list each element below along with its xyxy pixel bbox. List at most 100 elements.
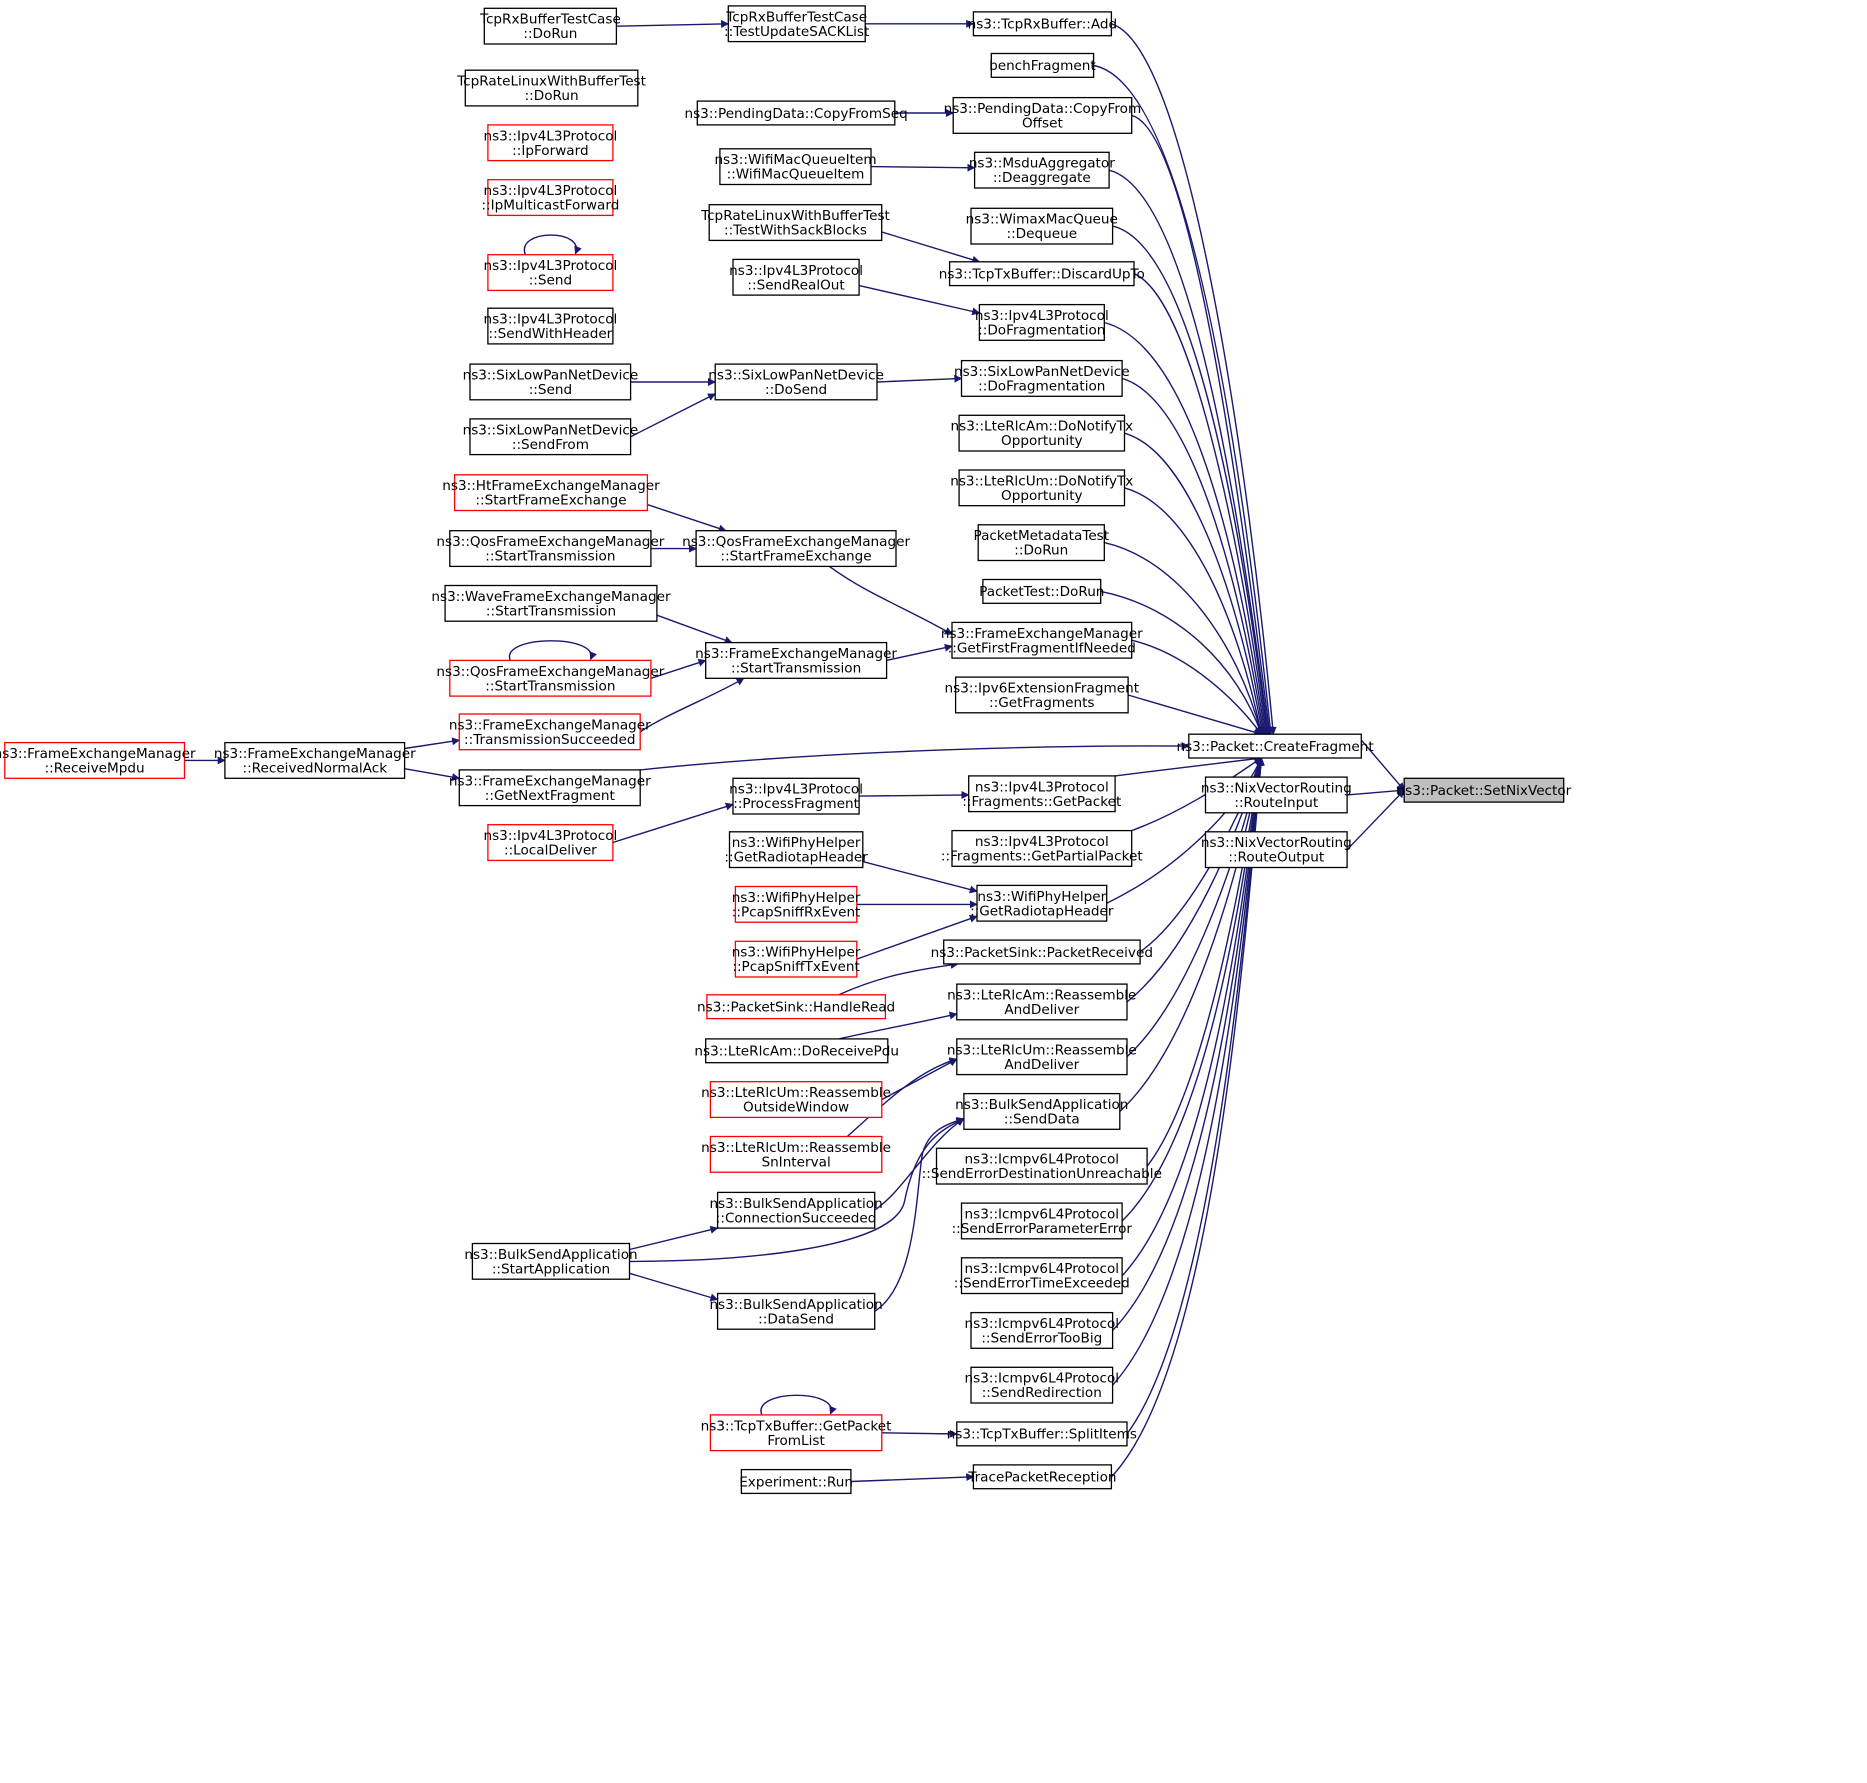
node-ipv4send[interactable]: ns3::Ipv4L3Protocol::Send — [483, 254, 617, 292]
node-routeinput[interactable]: ns3::NixVectorRouting::RouteInput — [1201, 776, 1352, 814]
node-label: ns3::BulkSendApplication — [464, 1247, 637, 1263]
call-edge — [1127, 694, 1263, 737]
node-icmpredir[interactable]: ns3::Icmpv6L4Protocol::SendRedirection — [965, 1366, 1120, 1404]
node-txdiscard[interactable]: ns3::TcpTxBuffer::DiscardUpTo — [939, 261, 1145, 287]
node-wifisnifftx[interactable]: ns3::WifiPhyHelper::PcapSniffTxEvent — [732, 940, 861, 978]
node-exprun[interactable]: Experiment::Run — [739, 1468, 853, 1495]
node-qosstarttx1[interactable]: ns3::QosFrameExchangeManager::StartTrans… — [436, 530, 665, 568]
node-setnix[interactable]: ns3::Packet::SetNixVector — [1397, 777, 1572, 803]
node-icmptime[interactable]: ns3::Icmpv6L4Protocol::SendErrorTimeExce… — [954, 1257, 1130, 1295]
node-wifigetradio2[interactable]: ns3::WifiPhyHelper::GetRadiotapHeader — [970, 884, 1114, 922]
node-wifisniffrx[interactable]: ns3::WifiPhyHelper::PcapSniffRxEvent — [732, 885, 861, 923]
call-edge — [647, 503, 727, 533]
node-sixsendfrom[interactable]: ns3::SixLowPanNetDevice::SendFrom — [463, 418, 639, 456]
node-msdudeagg[interactable]: ns3::MsduAggregator::Deaggregate — [969, 151, 1115, 189]
node-icmptoobig[interactable]: ns3::Icmpv6L4Protocol::SendErrorTooBig — [965, 1311, 1120, 1349]
node-pmtdorun[interactable]: PacketMetadataTest::DoRun — [973, 524, 1109, 562]
node-ipv4procfrag[interactable]: ns3::Ipv4L3Protocol::ProcessFragment — [729, 777, 863, 815]
node-ipv4ipfwd[interactable]: ns3::Ipv4L3Protocol::IpForward — [483, 124, 617, 162]
node-tracerecv[interactable]: TracePacketReception — [967, 1464, 1117, 1490]
node-bulkconnsucc[interactable]: ns3::BulkSendApplication::ConnectionSucc… — [709, 1191, 883, 1229]
node-sixdofrag[interactable]: ns3::SixLowPanNetDevice::DoFragmentation — [954, 359, 1130, 397]
node-routeoutput[interactable]: ns3::NixVectorRouting::RouteOutput — [1201, 831, 1352, 869]
node-tcpratesack[interactable]: TcpRateLinuxWithBufferTest::TestWithSack… — [700, 204, 890, 242]
node-htstartfe[interactable]: ns3::HtFrameExchangeManager::StartFrameE… — [442, 474, 660, 512]
node-wifimqi[interactable]: ns3::WifiMacQueueItem::WifiMacQueueItem — [714, 148, 877, 186]
node-box — [487, 124, 614, 162]
call-edge — [1121, 377, 1267, 735]
node-femrecvmpdu[interactable]: ns3::FrameExchangeManager::ReceiveMpdu — [0, 741, 196, 779]
node-rxtestupdate[interactable]: TcpRxBufferTestCase::TestUpdateSACKList — [724, 5, 869, 43]
node-femrecvack[interactable]: ns3::FrameExchangeManager::ReceivedNorma… — [214, 741, 416, 779]
node-label: ns3::WaveFrameExchangeManager — [431, 589, 671, 605]
call-edge — [1108, 169, 1272, 735]
node-sinkhandle[interactable]: ns3::PacketSink::HandleRead — [697, 994, 895, 1020]
node-benchfrag[interactable]: benchFragment — [989, 52, 1096, 78]
node-pdcopyseq[interactable]: ns3::PendingData::CopyFromSeq — [684, 100, 908, 126]
node-tcpratedorun[interactable]: TcpRateLinuxWithBufferTest::DoRun — [456, 69, 646, 107]
call-edge — [846, 1057, 958, 1138]
node-ipv4sendhdr[interactable]: ns3::Ipv4L3Protocol::SendWithHeader — [483, 307, 617, 345]
node-femgetfirst[interactable]: ns3::FrameExchangeManager::GetFirstFragm… — [941, 621, 1143, 659]
call-edge — [886, 643, 953, 662]
node-box — [1403, 777, 1565, 803]
node-box — [469, 363, 632, 401]
node-label: ns3::SixLowPanNetDevice — [463, 368, 639, 384]
node-wavestarttx[interactable]: ns3::WaveFrameExchangeManager::StartTran… — [431, 584, 671, 622]
self-call-edge — [523, 234, 582, 255]
node-femgetnext[interactable]: ns3::FrameExchangeManager::GetNextFragme… — [449, 769, 651, 807]
node-rlcamdorecv[interactable]: ns3::LteRlcAm::DoReceivePdu — [694, 1038, 899, 1064]
node-sixsend[interactable]: ns3::SixLowPanNetDevice::Send — [463, 363, 639, 401]
node-bulkdatasend[interactable]: ns3::BulkSendApplication::DataSend — [709, 1292, 883, 1330]
node-ipv4localdel[interactable]: ns3::Ipv4L3Protocol::LocalDeliver — [483, 824, 617, 862]
node-bulksenddata[interactable]: ns3::BulkSendApplication::SendData — [955, 1092, 1128, 1130]
node-sixdosend[interactable]: ns3::SixLowPanNetDevice::DoSend — [708, 363, 884, 401]
node-box — [956, 1038, 1128, 1076]
node-bulkstartapp[interactable]: ns3::BulkSendApplication::StartApplicati… — [464, 1242, 638, 1280]
node-fragsgetpartial[interactable]: ns3::Ipv4L3Protocol::Fragments::GetParti… — [941, 829, 1143, 867]
node-box — [734, 940, 858, 978]
node-label: ns3::BulkSendApplication — [709, 1196, 882, 1212]
node-label: ns3::Ipv4L3Protocol — [483, 258, 617, 274]
node-ipv4sendreal[interactable]: ns3::Ipv4L3Protocol::SendRealOut — [729, 258, 863, 296]
node-icmpparam[interactable]: ns3::Icmpv6L4Protocol::SendErrorParamete… — [952, 1202, 1133, 1240]
node-label: ::GetFragments — [989, 695, 1094, 711]
node-ptdorun[interactable]: PacketTest::DoRun — [979, 578, 1104, 604]
node-label: ns3::PendingData::CopyFrom — [944, 101, 1142, 117]
call-edge — [881, 231, 981, 264]
node-wifigetradio1[interactable]: ns3::WifiPhyHelper::GetRadiotapHeader — [724, 831, 868, 869]
node-qosstarttx2[interactable]: ns3::QosFrameExchangeManager::StartTrans… — [436, 659, 665, 697]
call-edge — [838, 1011, 958, 1040]
node-femstarttx[interactable]: ns3::FrameExchangeManager::StartTransmis… — [695, 641, 897, 679]
node-icmpdestunreach[interactable]: ns3::Icmpv6L4Protocol::SendErrorDestinat… — [922, 1147, 1162, 1185]
node-label: ns3::TcpTxBuffer::GetPacket — [701, 1418, 892, 1434]
node-sinkrecv[interactable]: ns3::PacketSink::PacketReceived — [931, 939, 1153, 965]
node-qosstartfe[interactable]: ns3::QosFrameExchangeManager::StartFrame… — [682, 530, 910, 568]
node-rxtestdorun[interactable]: TcpRxBufferTestCase::DoRun — [479, 7, 621, 45]
node-box — [977, 524, 1105, 562]
node-txsplit[interactable]: ns3::TcpTxBuffer::SplitItems — [947, 1421, 1137, 1447]
call-edge — [656, 614, 733, 644]
node-label: ns3::TcpTxBuffer::SplitItems — [947, 1427, 1137, 1443]
node-fragsgetpacket[interactable]: ns3::Ipv4L3Protocol::Fragments::GetPacke… — [962, 775, 1121, 813]
node-rxadd[interactable]: ns3::TcpRxBuffer::Add — [968, 11, 1118, 37]
node-ipv4mcast[interactable]: ns3::Ipv4L3Protocol::IpMulticastForward — [481, 179, 619, 217]
node-wimaxdeq[interactable]: ns3::WimaxMacQueue::Dequeue — [966, 207, 1118, 245]
node-femtxsucc[interactable]: ns3::FrameExchangeManager::TransmissionS… — [449, 713, 651, 751]
node-ipv4dofrag[interactable]: ns3::Ipv4L3Protocol::DoFragmentation — [975, 303, 1109, 341]
node-ipv6getfrags[interactable]: ns3::Ipv6ExtensionFragment::GetFragments — [945, 676, 1140, 714]
node-label: ns3::QosFrameExchangeManager — [436, 534, 664, 550]
node-label: ns3::WifiPhyHelper — [732, 890, 861, 906]
node-createfrag[interactable]: ns3::Packet::CreateFragment — [1176, 733, 1374, 759]
node-label: TcpRxBufferTestCase — [479, 12, 621, 28]
call-edge — [629, 1272, 719, 1302]
node-box — [952, 96, 1133, 134]
